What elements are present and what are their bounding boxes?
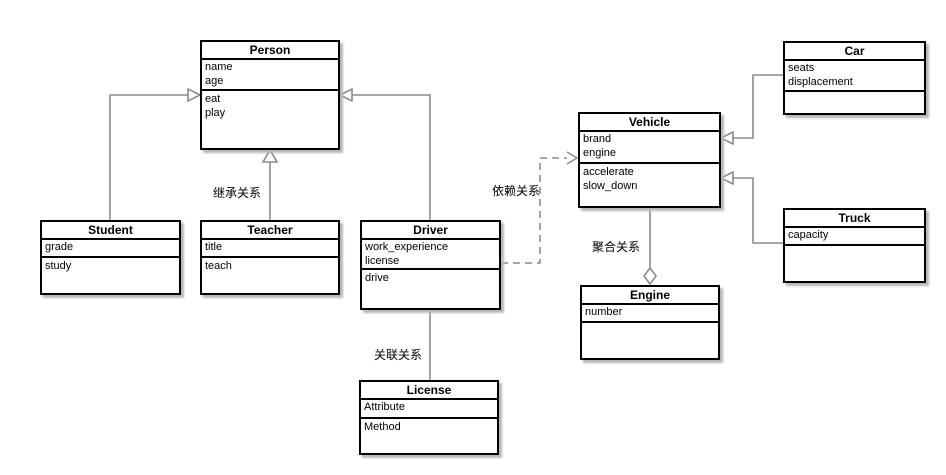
attribute: seats (788, 62, 815, 74)
class-truck[interactable]: Truck capacity (783, 208, 926, 283)
class-driver-methods: drive (362, 270, 499, 308)
class-student-methods: study (42, 258, 179, 293)
class-car[interactable]: Car seats displacement (783, 41, 926, 115)
attribute: engine (583, 147, 617, 159)
edge-truck-vehicle (719, 170, 783, 244)
class-license[interactable]: License Attribute Method (359, 380, 499, 455)
method: eat (205, 93, 221, 105)
method: drive (365, 272, 389, 284)
attribute: Attribute (364, 401, 405, 413)
class-vehicle-title: Vehicle (580, 114, 719, 132)
class-engine-methods (582, 323, 718, 358)
attribute: grade (45, 241, 74, 253)
attribute: displacement (788, 76, 853, 88)
class-vehicle-attributes: brand engine (580, 132, 719, 164)
label-inheritance: 继承关系 (213, 186, 262, 200)
attribute: name (205, 61, 233, 73)
edge-teacher-person (261, 148, 279, 220)
edge-vehicle-engine (643, 208, 657, 286)
attribute: work_experience (365, 241, 449, 253)
class-driver[interactable]: Driver work_experience license drive (360, 220, 501, 310)
class-person-attributes: name age (202, 60, 338, 91)
class-student[interactable]: Student grade study (40, 220, 181, 295)
label-aggregation: 聚合关系 (592, 240, 641, 254)
class-teacher[interactable]: Teacher title teach (200, 220, 340, 295)
attribute: brand (583, 133, 612, 145)
method: Method (364, 421, 401, 433)
attribute: number (585, 306, 623, 318)
edge-car-vehicle (719, 74, 783, 146)
class-teacher-methods: teach (202, 258, 338, 293)
class-person[interactable]: Person name age eat play (200, 40, 340, 150)
label-dependency: 依赖关系 (492, 184, 541, 198)
edge-driver-vehicle (501, 151, 579, 264)
class-car-attributes: seats displacement (785, 61, 924, 92)
class-truck-methods (785, 246, 924, 281)
class-driver-attributes: work_experience license (362, 240, 499, 270)
class-license-methods: Method (361, 419, 497, 453)
class-car-methods (785, 92, 924, 113)
class-teacher-attributes: title (202, 240, 338, 258)
class-person-title: Person (202, 42, 338, 60)
method: teach (205, 260, 232, 272)
method: accelerate (583, 166, 634, 178)
edge-student-person (109, 87, 202, 220)
attribute: license (365, 255, 400, 267)
edge-driver-person (338, 87, 431, 220)
method: study (45, 260, 72, 272)
class-truck-attributes: capacity (785, 228, 924, 246)
class-engine-title: Engine (582, 287, 718, 305)
class-license-attributes: Attribute (361, 400, 497, 419)
attribute: age (205, 75, 224, 87)
class-teacher-title: Teacher (202, 222, 338, 240)
method: play (205, 107, 226, 119)
attribute: title (205, 241, 223, 253)
label-association: 关联关系 (374, 348, 423, 362)
class-student-attributes: grade (42, 240, 179, 258)
class-car-title: Car (785, 43, 924, 61)
class-license-title: License (361, 382, 497, 400)
class-engine[interactable]: Engine number (580, 285, 720, 360)
class-vehicle-methods: accelerate slow_down (580, 164, 719, 206)
class-driver-title: Driver (362, 222, 499, 240)
attribute: capacity (788, 229, 829, 241)
class-student-title: Student (42, 222, 179, 240)
method: slow_down (583, 180, 638, 192)
class-person-methods: eat play (202, 91, 338, 148)
class-vehicle[interactable]: Vehicle brand engine accelerate slow_dow… (578, 112, 721, 208)
class-engine-attributes: number (582, 305, 718, 323)
class-truck-title: Truck (785, 210, 924, 228)
